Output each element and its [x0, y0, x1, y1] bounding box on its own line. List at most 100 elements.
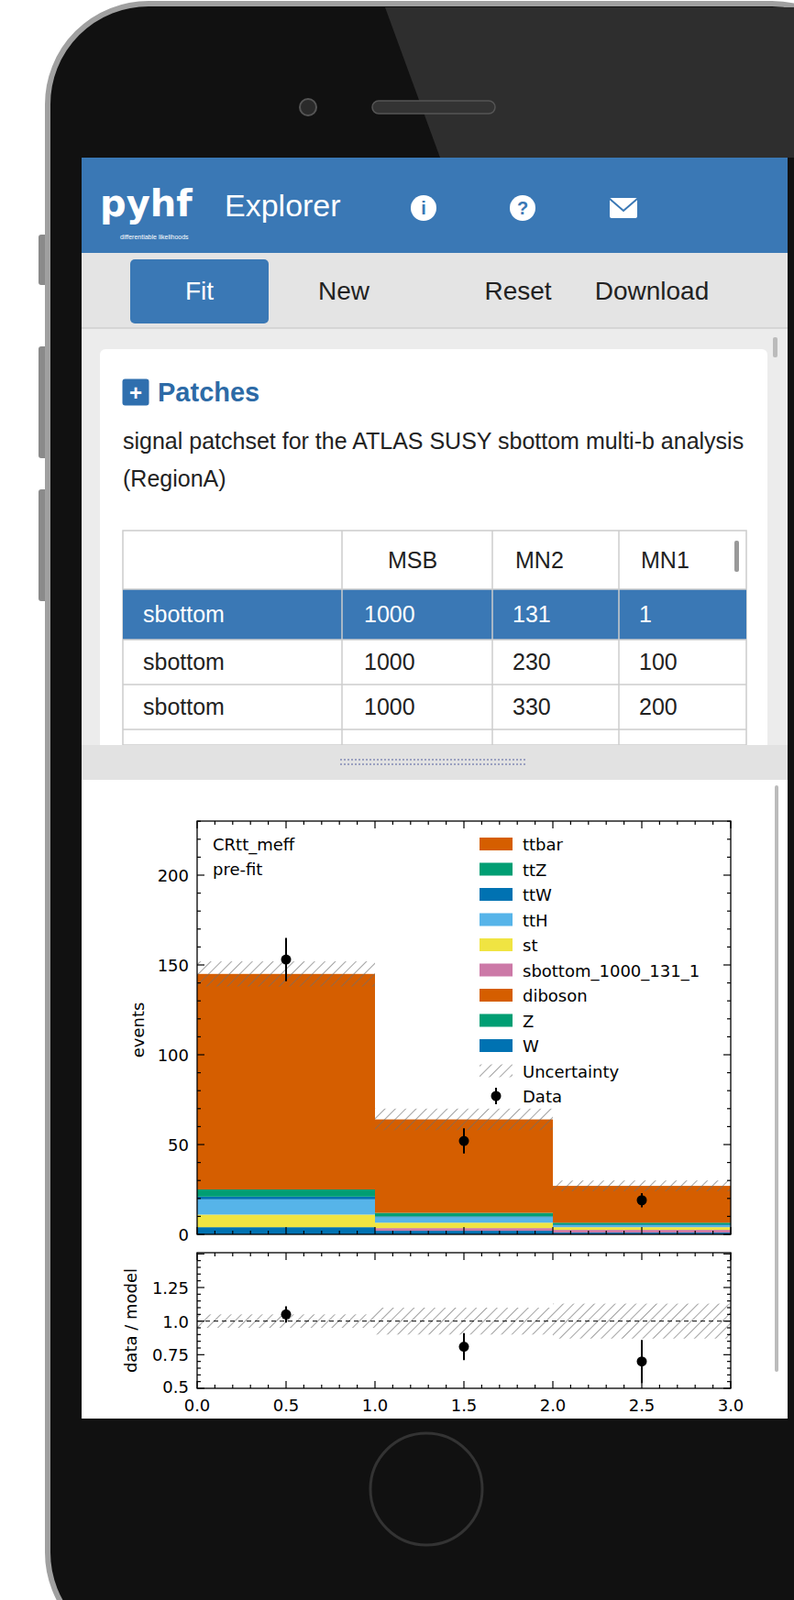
divider-grip	[340, 759, 526, 761]
tick-label: 1.25	[152, 1279, 189, 1299]
axis-tick	[463, 1253, 464, 1261]
axis-tick	[267, 821, 269, 826]
axis-tick	[727, 1367, 731, 1369]
table-rule	[122, 683, 747, 686]
axis-tick	[320, 821, 322, 826]
axis-tick	[727, 1001, 731, 1003]
glass-glare	[385, 7, 794, 158]
axis-tick	[320, 1231, 322, 1236]
axis-tick	[197, 893, 201, 894]
table-rule	[122, 728, 747, 731]
axis-tick	[197, 1367, 201, 1369]
toolbar-button: Reset	[453, 259, 583, 324]
axis-tick	[197, 1260, 201, 1262]
axis-tick	[727, 838, 731, 840]
axis-tick	[267, 1231, 269, 1236]
axis-tick	[285, 1253, 287, 1261]
patches-panel: Patchessignal patchset for the ATLAS SUS…	[99, 349, 768, 524]
axis-tick	[320, 1385, 322, 1390]
axis-tick	[727, 1294, 731, 1296]
axis-tick	[551, 1381, 553, 1390]
axis-tick	[267, 1385, 269, 1390]
axis-tick	[197, 1301, 201, 1302]
axis-tick	[534, 1231, 536, 1236]
toolbar-border	[81, 327, 788, 330]
stack-bar	[552, 1225, 731, 1228]
axis-tick	[392, 1385, 394, 1390]
expand-icon: +	[122, 379, 150, 407]
tick-label: 150	[157, 956, 189, 976]
axis-tick	[197, 1091, 201, 1092]
table-rule	[491, 530, 494, 746]
axis-tick	[356, 1231, 358, 1236]
tick-label: 0.5	[273, 1396, 300, 1416]
legend-marker	[491, 1091, 502, 1103]
axis-tick	[694, 821, 696, 826]
axis-tick	[712, 1231, 714, 1236]
axis-tick	[623, 1253, 625, 1258]
node-heading: Download	[595, 276, 710, 307]
legend-hatch	[479, 1065, 513, 1079]
axis-tick	[197, 1072, 201, 1074]
axis-tick	[727, 1347, 731, 1349]
mail-icon	[609, 198, 638, 219]
axis-tick	[640, 1227, 642, 1236]
legend-text: ttbar	[522, 835, 563, 855]
axis-tick	[659, 1385, 661, 1390]
axis-tick	[197, 911, 201, 913]
axis-tick	[197, 1341, 201, 1343]
axis-tick	[409, 1231, 411, 1236]
stack-bar	[197, 1227, 375, 1236]
axis-tick	[727, 1091, 731, 1092]
axis-tick	[197, 1375, 201, 1377]
axis-tick	[197, 1361, 201, 1363]
axis-tick	[723, 964, 731, 966]
legend-swatch	[479, 914, 513, 927]
axis-tick	[197, 964, 205, 966]
axis-tick	[197, 1347, 201, 1349]
axis-tick	[197, 1198, 201, 1200]
table-header: MN2	[515, 547, 564, 574]
axis-tick	[197, 1381, 201, 1383]
axis-tick	[587, 1385, 589, 1390]
axis-tick	[339, 1231, 341, 1236]
stack-bar	[374, 1217, 553, 1224]
axis-tick	[517, 821, 519, 826]
axis-tick	[517, 1231, 519, 1236]
axis-tick	[727, 1341, 731, 1343]
legend-swatch	[479, 888, 513, 902]
axis-tick	[285, 1381, 287, 1390]
axis-tick	[723, 1355, 731, 1357]
axis-tick	[640, 1253, 642, 1261]
node-text: signal patchset for the ATLAS SUSY sbott…	[122, 422, 756, 498]
node-heading: Reset	[484, 276, 552, 307]
axis-tick	[197, 1180, 201, 1182]
axis-tick	[196, 1227, 198, 1236]
legend-text: sbottom_1000_131_1	[522, 960, 700, 981]
tick-label: 0	[178, 1225, 189, 1246]
axis-tick	[374, 1253, 375, 1261]
axis-tick	[197, 1280, 201, 1282]
axis-tick	[409, 1385, 411, 1390]
axis-tick	[463, 1227, 464, 1236]
axis-tick	[231, 1253, 233, 1258]
screen	[81, 157, 788, 1420]
axis-tick	[197, 1126, 201, 1128]
axis-tick	[606, 1231, 607, 1236]
axis-tick	[339, 1253, 341, 1258]
legend-text: st	[522, 936, 538, 956]
axis-tick	[197, 1321, 205, 1323]
axis-tick	[676, 1253, 678, 1258]
axis-tick	[285, 821, 287, 829]
legend-swatch	[479, 938, 513, 952]
camera	[299, 99, 317, 116]
axis-tick	[197, 1334, 201, 1336]
axis-tick	[534, 1385, 536, 1390]
stack-bar	[552, 1223, 731, 1225]
stack-bar	[197, 1190, 375, 1198]
table-cell: sbottom	[143, 649, 225, 676]
axis-tick	[727, 893, 731, 894]
legend-swatch	[479, 964, 513, 978]
axis-tick	[723, 1144, 731, 1146]
